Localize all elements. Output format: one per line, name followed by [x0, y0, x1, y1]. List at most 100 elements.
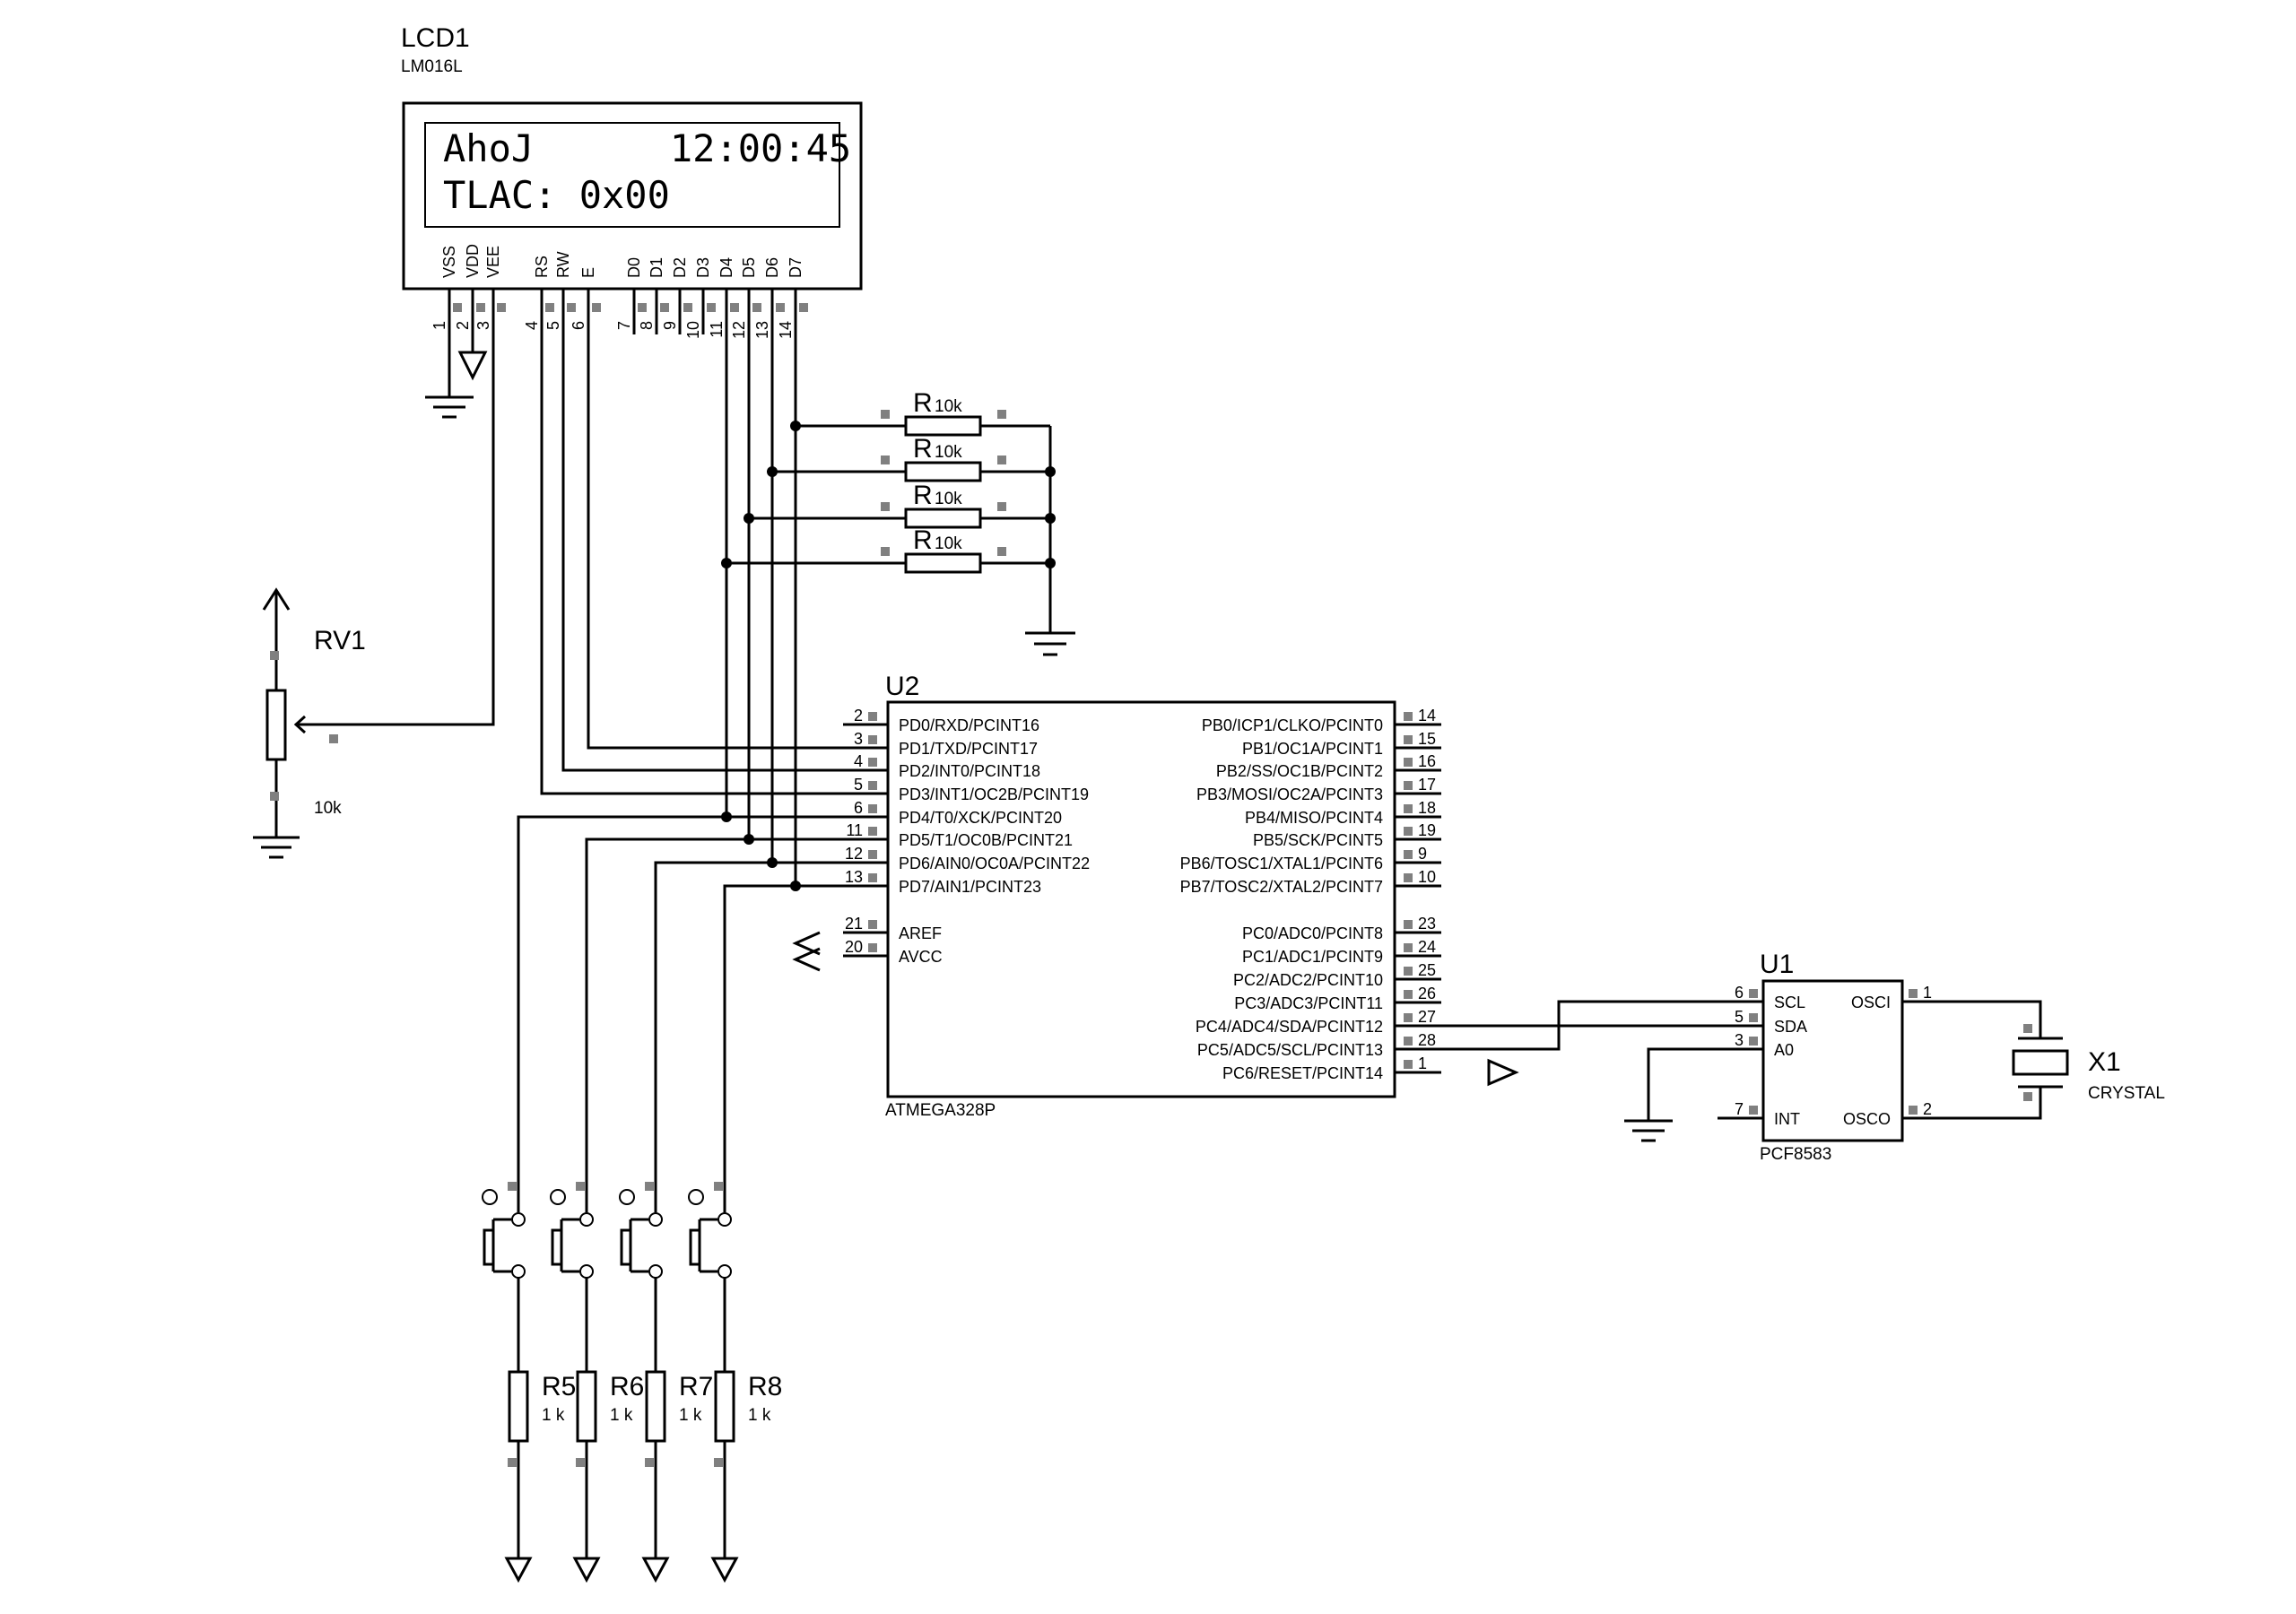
lcd-pin-number: 2 — [454, 321, 472, 330]
rv1-potentiometer[interactable]: RV1 10k — [253, 587, 366, 859]
u2-pin-label: PB6/TOSC1/XTAL1/PCINT6 — [1180, 855, 1383, 872]
u2-pin-label: PD2/INT0/PCINT18 — [899, 762, 1040, 780]
u2-pin-number: 10 — [1418, 868, 1436, 886]
lcd-pin-label: RS — [533, 256, 551, 278]
u2-pin-label: PC0/ADC0/PCINT8 — [1242, 924, 1383, 942]
u1-ref: U1 — [1760, 950, 1794, 979]
u2-pin-number: 15 — [1418, 730, 1436, 748]
push-button[interactable] — [619, 1182, 663, 1372]
aref-avcc-arrows — [792, 931, 821, 972]
push-button[interactable] — [482, 1182, 526, 1372]
button-resistor[interactable]: R61 k — [572, 1370, 644, 1584]
u2-pin-number: 5 — [854, 776, 863, 794]
u1-pin-label: A0 — [1774, 1041, 1794, 1059]
u2-pin-label: PD6/AIN0/OC0A/PCINT22 — [899, 855, 1090, 872]
u2-pins: 2PD0/RXD/PCINT163PD1/TXD/PCINT174PD2/INT… — [843, 707, 1441, 1082]
button-resistor[interactable]: R71 k — [641, 1370, 713, 1584]
lcd-pin-number: 12 — [730, 321, 748, 339]
lcd-module[interactable]: LCD1 LM016L AhoJ 12:00:45 TLAC: 0x00 VSS… — [401, 23, 863, 339]
pullup-ref: R — [913, 525, 933, 555]
i2c-wiring — [1395, 1000, 1763, 1142]
u2-microcontroller[interactable]: U2 ATMEGA328P 2PD0/RXD/PCINT163PD1/TXD/P… — [843, 672, 1441, 1120]
lcd-pin-number: 3 — [474, 321, 492, 330]
u2-pin-label: PC4/ADC4/SDA/PCINT12 — [1196, 1018, 1383, 1036]
rv1-body — [265, 689, 287, 761]
lcd-pin-label: RW — [554, 251, 572, 278]
u1-pin-number: 2 — [1923, 1100, 1932, 1118]
u2-pin-number: 12 — [845, 845, 863, 863]
lcd-pin-label: D0 — [625, 257, 643, 278]
u2-pin-label: PD7/AIN1/PCINT23 — [899, 878, 1041, 896]
u2-pin-label: PB0/ICP1/CLKO/PCINT0 — [1202, 716, 1383, 734]
lcd-line-1: AhoJ 12:00:45 — [443, 126, 851, 170]
pullup-taps — [721, 421, 1056, 891]
u2-pin-number: 2 — [854, 707, 863, 725]
u2-pin-label: PB5/SCK/PCINT5 — [1253, 831, 1383, 849]
lcd-pin-label: D2 — [671, 257, 689, 278]
u2-pin-number: 26 — [1418, 985, 1436, 1002]
u2-pin-number: 19 — [1418, 821, 1436, 839]
push-button[interactable] — [550, 1182, 594, 1372]
u1-pin-label: OSCO — [1843, 1110, 1891, 1128]
u2-pin-number: 3 — [854, 730, 863, 748]
pullup-value: 10k — [935, 534, 962, 553]
lcd-ref: LCD1 — [401, 23, 470, 53]
lcd-pin-number: 4 — [523, 321, 541, 330]
x1-crystal[interactable]: X1 CRYSTAL — [1902, 1000, 2165, 1120]
u2-pin-label: PC2/ADC2/PCINT10 — [1233, 971, 1383, 989]
lcd-pin-number: 5 — [544, 321, 562, 330]
lcd-line-2: TLAC: 0x00 — [443, 173, 670, 217]
reset-arrow — [1487, 1058, 1519, 1087]
x1-ref: X1 — [2088, 1047, 2121, 1077]
u2-pin-number: 20 — [845, 938, 863, 956]
pullup-ref: R — [913, 388, 933, 418]
u1-pin-label: SDA — [1774, 1018, 1807, 1036]
button-resistor-value: 1 k — [679, 1406, 702, 1425]
button-resistor-ref: R8 — [748, 1372, 782, 1401]
u1-pin-label: OSCI — [1851, 994, 1891, 1011]
u2-pin-label: AREF — [899, 924, 942, 942]
u1-pin-number: 6 — [1735, 984, 1744, 1002]
u1-pin-number: 1 — [1923, 984, 1932, 1002]
u2-pin-label: PC3/ADC3/PCINT11 — [1234, 994, 1383, 1012]
u2-pin-number: 14 — [1418, 707, 1436, 725]
u1-pin-number: 7 — [1735, 1100, 1744, 1118]
pullup-value: 10k — [935, 490, 962, 508]
pullup-value: 10k — [935, 397, 962, 416]
u2-pin-label: PB3/MOSI/OC2A/PCINT3 — [1196, 785, 1383, 803]
lcd-pins: VSS1VDD2VEE3RS4RW5E6D07D18D29D310D411D51… — [430, 244, 808, 339]
u2-pin-label: PB4/MISO/PCINT4 — [1245, 809, 1383, 827]
u2-pin-label: PB7/TOSC2/XTAL2/PCINT7 — [1180, 878, 1383, 896]
x1-value: CRYSTAL — [2088, 1084, 2165, 1103]
lcd-pin-label: D5 — [740, 257, 758, 278]
button-resistor[interactable]: R51 k — [504, 1370, 576, 1584]
pullup-ground — [1025, 426, 1075, 656]
u2-pin-number: 9 — [1418, 845, 1427, 863]
rv1-value: 10k — [314, 799, 342, 818]
pullup-value: 10k — [935, 443, 962, 462]
u2-pin-label: PC1/ADC1/PCINT9 — [1242, 948, 1383, 966]
lcd-pin-number: 7 — [615, 321, 633, 330]
button-resistor-ref: R7 — [679, 1372, 713, 1401]
u2-pin-number: 17 — [1418, 776, 1436, 794]
lcd-pin-number: 14 — [777, 321, 795, 339]
lcd-pin-number: 10 — [684, 321, 702, 339]
button-resistor-value: 1 k — [748, 1406, 771, 1425]
lcd-pin-number: 11 — [708, 321, 726, 338]
u2-ref: U2 — [885, 672, 919, 701]
button-resistor[interactable]: R81 k — [710, 1370, 782, 1584]
button-resistor-value: 1 k — [542, 1406, 565, 1425]
u1-pin-label: INT — [1774, 1110, 1800, 1128]
lcd-pin-label: D7 — [787, 257, 804, 278]
push-button[interactable] — [688, 1182, 732, 1372]
pullup-ref: R — [913, 481, 933, 510]
lcd-pin-number: 8 — [638, 321, 656, 330]
